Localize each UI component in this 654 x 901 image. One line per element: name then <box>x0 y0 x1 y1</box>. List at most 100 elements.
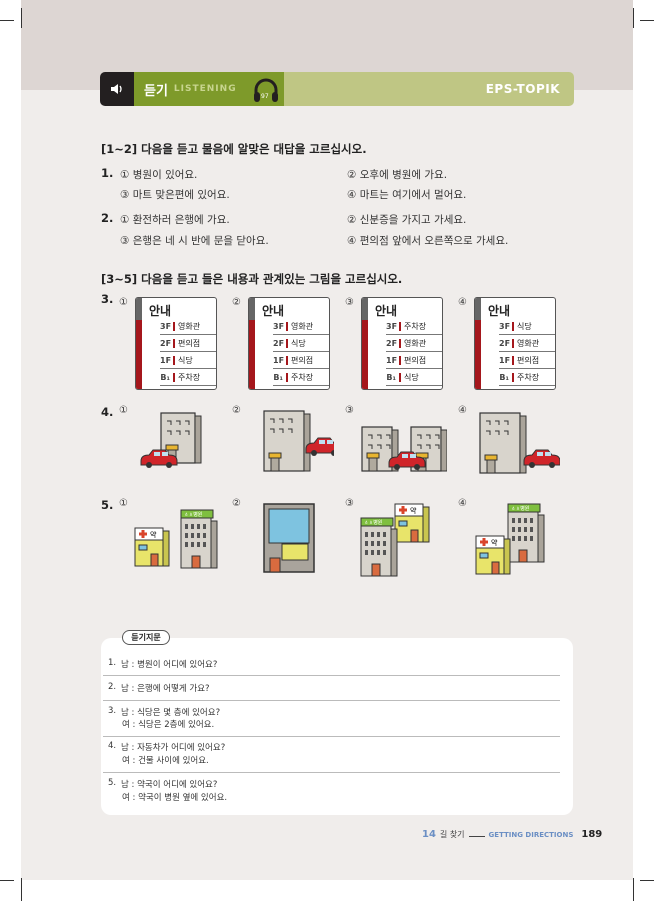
floor-label: B₁ <box>386 372 401 382</box>
speaker-icon[interactable] <box>100 72 134 106</box>
choice-mark[interactable]: ④ <box>458 498 467 509</box>
script-line: 남 : 식당은 몇 층에 있어요? <box>121 708 221 718</box>
answer-option[interactable]: ③ 마트 맞은편에 있어요. <box>120 189 230 201</box>
choice-mark[interactable]: ② <box>232 498 241 509</box>
svg-text:ㅿㅿ병원: ㅿㅿ병원 <box>511 505 530 512</box>
answer-option[interactable]: ② 오후에 병원에 가요. <box>347 169 448 181</box>
answer-option[interactable]: ① 병원이 있어요. <box>120 169 198 181</box>
script-tab: 듣기지문 <box>122 630 170 645</box>
floor-place: 주차장 <box>291 372 314 382</box>
script-item-number: 5. <box>108 778 117 788</box>
choice-mark[interactable]: ② <box>232 405 241 416</box>
chapter-number: 14 <box>422 829 436 840</box>
floor-label: 1F <box>273 355 288 365</box>
floor-place: 식당 <box>517 321 532 331</box>
building-car-picture-option[interactable] <box>470 405 561 483</box>
floor-label: 1F <box>386 355 401 365</box>
answer-option[interactable]: ④ 편의점 앞에서 오른쪽으로 가세요. <box>347 235 509 247</box>
floor-label: 2F <box>499 338 514 348</box>
choice-mark[interactable]: ④ <box>458 405 467 416</box>
answer-option[interactable]: ① 환전하러 은행에 가요. <box>120 214 230 226</box>
floor-label: 3F <box>273 321 288 331</box>
building-car-picture-option[interactable] <box>244 405 343 483</box>
floor-place: 영화관 <box>291 321 314 331</box>
choice-mark[interactable]: ① <box>119 498 128 509</box>
answer-option[interactable]: ④ 마트는 여기에서 멀어요. <box>347 189 467 201</box>
sign-title: 안내 <box>488 304 511 318</box>
page-footer: 14 길 찾기 GETTING DIRECTIONS 189 <box>422 829 602 840</box>
building-car-picture-option[interactable] <box>357 405 448 483</box>
script-item-number: 2. <box>108 682 117 692</box>
script-item-number: 3. <box>108 706 117 716</box>
hospital-pharmacy-picture-option[interactable] <box>242 498 332 576</box>
question-number: 1. <box>101 166 114 180</box>
floor-place: 편의점 <box>291 355 314 365</box>
script-line: 남 : 은행에 어떻게 가요? <box>121 684 210 694</box>
floor-place: 식당 <box>291 338 306 348</box>
section-title-ko: 듣기 <box>144 83 168 99</box>
brand-logo: EPS-TOPIK <box>485 82 560 96</box>
divider <box>103 700 560 701</box>
sign-title: 안내 <box>375 304 398 318</box>
sign-title: 안내 <box>149 304 172 318</box>
instruction-3-5: [3~5] 다음을 듣고 들은 내용과 관계있는 그림을 고르십시오. <box>101 272 403 286</box>
svg-text:약: 약 <box>491 538 498 547</box>
chapter-title-en: GETTING DIRECTIONS <box>488 831 574 839</box>
floor-place: 영화관 <box>178 321 201 331</box>
divider <box>103 736 560 737</box>
floor-place: 식당 <box>404 372 419 382</box>
floor-place: 주차장 <box>517 372 540 382</box>
page-number: 189 <box>581 829 603 840</box>
svg-text:ㅿㅿ병원: ㅿㅿ병원 <box>364 519 383 526</box>
svg-text:약: 약 <box>150 530 157 539</box>
floor-label: B₁ <box>273 372 288 382</box>
choice-mark[interactable]: ③ <box>345 498 354 509</box>
floor-place: 주차장 <box>404 321 427 331</box>
answer-option[interactable]: ③ 은행은 네 시 반에 문을 닫아요. <box>120 235 269 247</box>
script-line: 남 : 병원이 어디에 있어요? <box>121 660 218 670</box>
choice-mark[interactable]: ③ <box>345 297 354 308</box>
choice-mark[interactable]: ④ <box>458 297 467 308</box>
sign-title: 안내 <box>262 304 285 318</box>
floor-label: 3F <box>499 321 514 331</box>
divider <box>103 772 560 773</box>
answer-option[interactable]: ② 신분증을 가지고 가세요. <box>347 214 467 226</box>
choice-mark[interactable]: ① <box>119 297 128 308</box>
script-item-number: 1. <box>108 658 117 668</box>
choice-mark[interactable]: ② <box>232 297 241 308</box>
instruction-1-2: [1~2] 다음을 듣고 물음에 알맞은 대답을 고르십시오. <box>101 142 367 156</box>
choice-mark[interactable]: ① <box>119 405 128 416</box>
choice-mark[interactable]: ③ <box>345 405 354 416</box>
listening-header: 듣기 LISTENING 97 EPS-TOPIK <box>100 72 574 106</box>
floor-place: 영화관 <box>404 338 427 348</box>
floor-label: 1F <box>499 355 514 365</box>
chapter-title: 길 찾기 <box>439 830 465 839</box>
listening-script-box <box>101 638 573 815</box>
floor-label: 3F <box>160 321 175 331</box>
building-car-picture-option[interactable] <box>131 405 221 483</box>
footer-divider <box>468 836 485 837</box>
floor-place: 편의점 <box>178 338 201 348</box>
floor-label: 1F <box>160 355 175 365</box>
question-number: 4. <box>101 405 114 419</box>
